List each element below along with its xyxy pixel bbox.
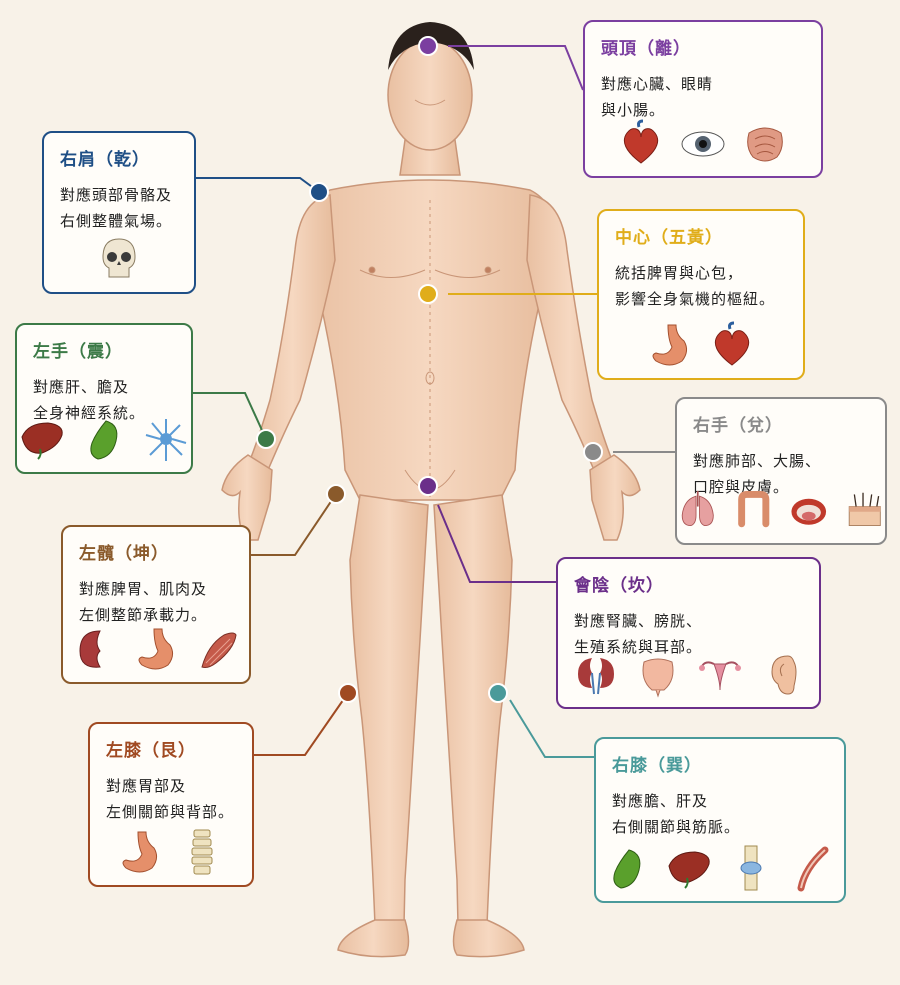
callout-title: 中心（五黃） [615,228,723,248]
liver-icon [668,851,710,889]
callout-left-hip: 左髖（坤） 對應脾胃、肌肉及左側整節承載力。 [61,525,251,684]
callout-text-line: 對應脾胃、肌肉及 [79,580,208,598]
stomach-icon [138,628,174,670]
connector-left-knee [254,692,349,756]
callout-left-hand: 左手（震） 對應肝、膽及全身神經系統。 [15,323,193,474]
gallbladder-icon [90,420,118,460]
callout-text-line: 生殖系統與耳部。 [574,638,703,656]
skull-icon [102,238,136,278]
connector-right-shoulder [196,177,320,193]
organ-icon-row [596,843,844,893]
callout-right-hand: 右手（兌） 對應肺部、大腸、口腔與皮膚。 [675,397,887,545]
callout-text-line: 對應膽、肝及 [612,792,709,810]
callout-text-line: 與小腸。 [601,101,666,119]
lungs-icon [681,490,714,526]
ear-icon [770,655,796,695]
marker-right-knee[interactable] [488,683,508,703]
organ-icon-row [63,624,249,674]
marker-perineum[interactable] [418,476,438,496]
callout-text-line: 右側整體氣場。 [60,212,173,230]
knee-joint-icon [740,845,762,891]
callout-text-line: 口腔與皮膚。 [693,478,790,496]
callout-text-line: 對應腎臟、膀胱、 [574,612,703,630]
connector-left-hip [251,493,337,556]
callout-perineum: 會陰（坎） 對應腎臟、膀胱、生殖系統與耳部。 [556,557,821,709]
callout-text-line: 右側關節與筋脈。 [612,818,741,836]
uterus-icon [698,661,741,691]
connector-left-hand [193,392,267,440]
kidney-icon [79,630,101,668]
marker-head[interactable] [418,36,438,56]
callout-title: 左手（震） [33,342,123,362]
organ-icon-row [677,485,885,535]
callout-text-line: 對應肝、膽及 [33,378,130,396]
callout-right-shoulder: 右肩（乾） 對應頭部骨骼及右側整體氣場。 [42,131,196,294]
gallbladder-icon [613,849,641,889]
organ-icon-row [599,320,803,370]
callout-title: 右肩（乾） [60,150,150,170]
heart-icon [714,321,750,366]
callout-text-line: 左側關節與背部。 [106,803,235,821]
colon-icon [737,490,769,528]
kidneys-icon [577,658,614,695]
connector-right-knee [509,699,594,758]
body-contours [359,99,501,500]
heart-icon [623,119,659,164]
spine-icon [191,829,213,875]
muscle-icon [201,632,237,668]
callout-text-line: 全身神經系統。 [33,404,146,422]
stomach-icon [652,324,688,366]
callout-title: 左膝（艮） [106,741,196,761]
connector-head [448,45,584,91]
connector-perineum [437,504,556,583]
callout-title: 頭頂（離） [601,39,691,59]
bladder-icon [642,658,673,698]
callout-text-line: 對應肺部、大腸、 [693,452,822,470]
marker-left-hip[interactable] [326,484,346,504]
intestine-icon [747,127,783,162]
marker-left-hand[interactable] [256,429,276,449]
body-silhouette [221,39,641,958]
callout-text-line: 影響全身氣機的樞紐。 [615,290,776,308]
skin-icon [848,492,881,526]
callout-left-knee: 左膝（艮） 對應胃部及左側關節與背部。 [88,722,254,887]
callout-text-line: 對應頭部骨骼及 [60,186,173,204]
stomach-icon [122,831,158,873]
callout-title: 右膝（巽） [612,756,702,776]
neuron-icon [145,419,187,461]
liver-icon [21,422,63,460]
organ-icon-row [90,827,252,877]
callout-text-line: 統括脾胃與心包， [615,264,744,282]
organ-icon-row [585,118,821,168]
organ-icon-row [17,414,191,464]
hair [388,22,474,70]
callout-text-line: 左側整節承載力。 [79,606,208,624]
tendon-icon [797,846,829,892]
callout-title: 左髖（坤） [79,544,169,564]
callout-head: 頭頂（離） 對應心臟、眼睛與小腸。 [583,20,823,178]
callout-title: 會陰（坎） [574,576,664,596]
marker-right-hand[interactable] [583,442,603,462]
callout-center: 中心（五黃） 統括脾胃與心包， 影響全身氣機的樞紐。 [597,209,805,380]
organ-icon-row [44,234,194,284]
organ-icon-row [558,649,819,699]
callout-right-knee: 右膝（巽） 對應膽、肝及右側關節與筋脈。 [594,737,846,903]
callout-text-line: 對應心臟、眼睛 [601,75,714,93]
marker-left-knee[interactable] [338,683,358,703]
marker-center[interactable] [418,284,438,304]
eye-icon [681,131,725,157]
callout-text-line: 對應胃部及 [106,777,187,795]
callout-title: 右手（兌） [693,416,783,436]
mouth-icon [791,498,827,525]
marker-right-shoulder[interactable] [309,182,329,202]
